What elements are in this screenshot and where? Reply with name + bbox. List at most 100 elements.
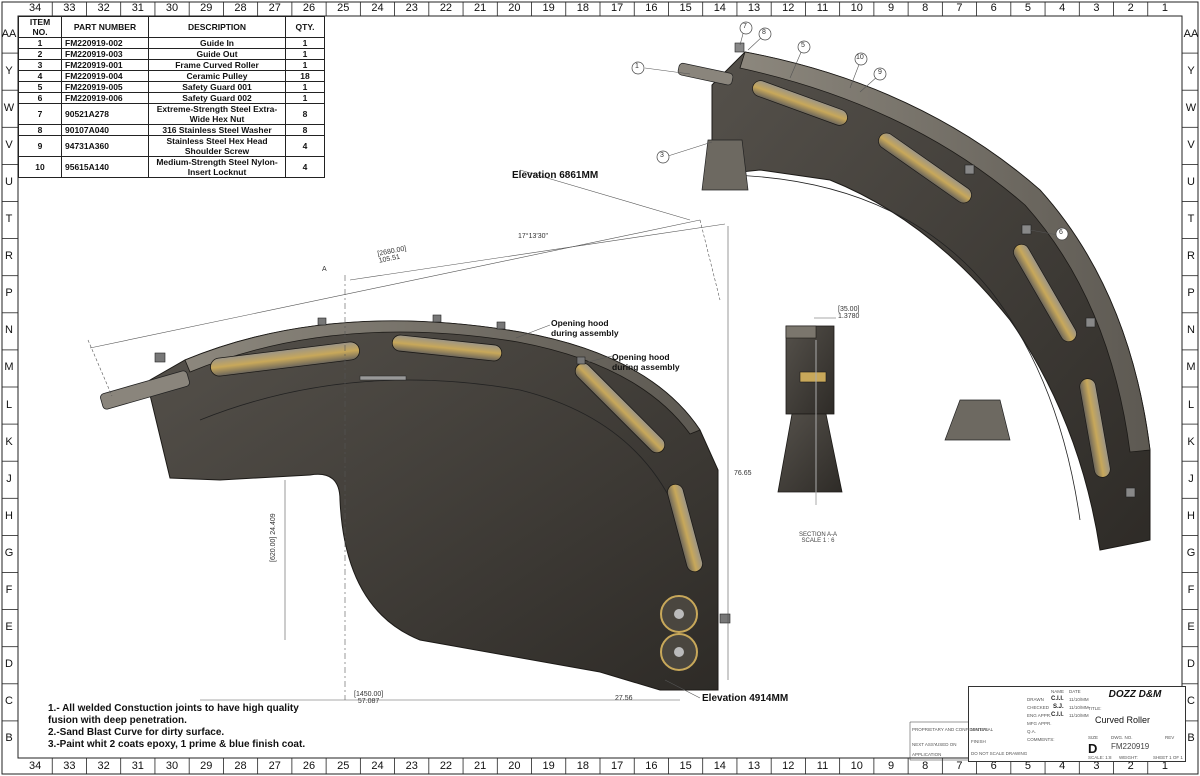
hood-callout-2: Opening hood during assembly xyxy=(612,352,680,372)
column-label: 2 xyxy=(1127,2,1134,14)
column-label: 31 xyxy=(131,760,144,772)
bom-description: Ceramic Pulley xyxy=(148,70,286,82)
elevation-top-label: Elevation 6861MM xyxy=(512,170,599,181)
column-label: 6 xyxy=(990,2,997,14)
column-label: 11 xyxy=(816,760,829,772)
roller-slot xyxy=(667,483,703,573)
column-label: 23 xyxy=(405,760,418,772)
row-label: L xyxy=(1187,398,1195,411)
used-on-label: USED ON xyxy=(936,742,957,747)
bom-part-number: 90521A278 xyxy=(61,103,149,125)
bom-item-no: 9 xyxy=(18,135,62,157)
dim-section-width-mm: [35.00] xyxy=(838,306,860,313)
dim-angle: 17°13'30" xyxy=(518,233,548,240)
bom-item-no: 3 xyxy=(18,59,62,71)
guide-in-shaft xyxy=(100,370,190,410)
column-label: 23 xyxy=(405,2,418,14)
column-label: 29 xyxy=(200,760,213,772)
dim-mid-height: [620.00] 24.409 xyxy=(270,513,277,562)
column-label: 25 xyxy=(337,2,350,14)
dim-section-width: [35.00] 1.3780 xyxy=(838,306,859,320)
bom-item-no: 2 xyxy=(18,48,62,60)
section-stand xyxy=(777,413,843,493)
bom-item-no: 8 xyxy=(18,124,62,136)
column-label: 1 xyxy=(1161,2,1168,14)
column-label: 19 xyxy=(542,760,555,772)
column-label: 16 xyxy=(645,760,658,772)
row-label: M xyxy=(4,361,14,374)
iso-slot xyxy=(878,132,972,204)
column-label: 5 xyxy=(1024,2,1031,14)
row-label: M xyxy=(1186,361,1196,374)
column-label: 32 xyxy=(97,2,110,14)
row-label: U xyxy=(1187,175,1195,188)
mfg-appr-label: MFG APPR. xyxy=(1027,721,1052,726)
iso-shaft xyxy=(677,62,734,86)
scale-text: SCALE: 1:8 xyxy=(1088,755,1112,760)
column-label: 32 xyxy=(97,760,110,772)
row-label: C xyxy=(1187,695,1195,708)
eng-appr-label: ENG APPR. xyxy=(1027,713,1052,718)
column-label: 20 xyxy=(508,2,521,14)
column-label: 17 xyxy=(610,760,624,772)
row-label: G xyxy=(4,546,14,559)
bom-description: Guide In xyxy=(148,37,286,49)
column-label: 28 xyxy=(234,760,247,772)
column-label: 31 xyxy=(131,2,144,14)
next-assy-label: NEXT ASSY xyxy=(912,742,937,747)
iso-nut xyxy=(1085,317,1096,328)
column-label: 5 xyxy=(1024,760,1031,772)
column-label: 7 xyxy=(956,760,963,772)
bom-description: Frame Curved Roller xyxy=(148,59,286,71)
row-label: R xyxy=(5,250,13,263)
bom-header-item: ITEM NO. xyxy=(18,16,62,38)
hex-nut xyxy=(432,314,442,323)
name-label: NAME xyxy=(1051,689,1065,694)
column-label: 10 xyxy=(850,760,863,772)
bom-qty: 18 xyxy=(285,70,325,82)
column-label: 22 xyxy=(439,2,453,14)
column-label: 12 xyxy=(782,760,795,772)
column-label: 20 xyxy=(508,760,521,772)
balloon-circles xyxy=(631,21,1069,241)
note-line: fusion with deep penetration. xyxy=(48,715,187,726)
inner-arc xyxy=(199,379,681,521)
date-2: 11/10/MM xyxy=(1069,705,1089,710)
checked-label: CHECKED xyxy=(1027,705,1050,710)
drawing-number: FM220919 xyxy=(1111,742,1150,751)
iso-leg xyxy=(944,399,1011,441)
bom-qty: 1 xyxy=(285,37,325,49)
column-label: 14 xyxy=(713,2,726,14)
row-label: U xyxy=(5,175,13,188)
bom-description: Guide Out xyxy=(148,48,286,60)
bom-part-number: 90107A040 xyxy=(61,124,149,136)
section-title: SECTION A-A xyxy=(798,532,837,538)
column-label: 4 xyxy=(1059,760,1066,772)
iso-inner xyxy=(729,174,1081,521)
column-label: 16 xyxy=(645,2,658,14)
hex-nut xyxy=(154,352,166,363)
column-label: 14 xyxy=(713,760,726,772)
row-label: G xyxy=(1186,546,1196,559)
column-label: 21 xyxy=(474,2,487,14)
column-label: 13 xyxy=(747,2,761,14)
isometric-view xyxy=(644,29,1151,551)
bom-description: Safety Guard 001 xyxy=(148,81,286,93)
column-label: 10 xyxy=(850,2,863,14)
end-pulley-hub xyxy=(674,609,684,619)
proprietary-label: PROPRIETARY AND CONFIDENTIAL xyxy=(912,727,989,732)
dim-height: 76.65 xyxy=(734,470,752,477)
bom-description: 316 Stainless Steel Washer xyxy=(148,124,286,136)
column-label: 30 xyxy=(165,760,179,772)
note-line: 1.- All welded Constuction joints to hav… xyxy=(48,703,299,714)
column-label: 4 xyxy=(1059,2,1066,14)
row-label: Y xyxy=(1187,64,1195,77)
bom-header-part: PART NUMBER xyxy=(61,16,149,38)
hex-nut xyxy=(496,321,506,330)
row-label: N xyxy=(1187,324,1195,337)
